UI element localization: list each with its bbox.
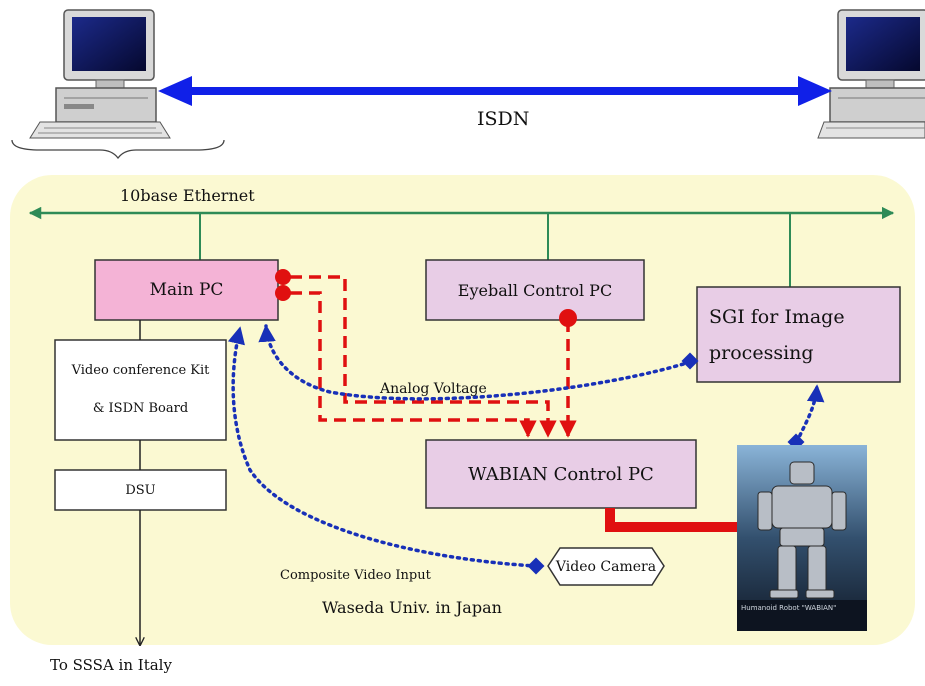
sgi-text-line2: processing xyxy=(709,341,814,364)
video-camera-label[interactable]: Video Camera xyxy=(548,548,664,585)
brace xyxy=(11,139,225,160)
sgi-text-line1: SGI for Image xyxy=(709,305,845,328)
location-label: Waseda Univ. in Japan xyxy=(322,598,502,617)
wabian-pc-text: WABIAN Control PC xyxy=(468,463,654,485)
video-kit-text-line2: & ISDN Board xyxy=(92,401,189,416)
video-lines xyxy=(227,324,825,568)
sgi-box[interactable] xyxy=(696,286,901,383)
robot-photo-caption: Humanoid Robot "WABIAN" xyxy=(741,604,837,612)
dsu-text: DSU xyxy=(125,482,156,498)
camera-video-port xyxy=(527,557,545,575)
sgi-video-port xyxy=(681,352,699,370)
video-kit-label[interactable]: Video conference Kit & ISDN Board xyxy=(55,340,226,440)
main-pc-port-b xyxy=(275,285,291,301)
sgi-label[interactable]: SGI for Image processing xyxy=(697,287,900,382)
analog-voltage-lines xyxy=(290,275,577,438)
ethernet-label: 10base Ethernet xyxy=(120,186,255,205)
ethernet-bus xyxy=(28,206,895,287)
destination-label: To SSSA in Italy xyxy=(50,656,172,674)
main-pc-label[interactable]: Main PC xyxy=(95,260,278,320)
computer-left-icon xyxy=(29,9,171,139)
wabian-pc-label[interactable]: WABIAN Control PC xyxy=(426,440,696,508)
wabian-robot-link xyxy=(605,508,738,532)
video-camera-text: Video Camera xyxy=(555,558,657,575)
main-pc-text: Main PC xyxy=(149,280,224,300)
eyeball-pc-box[interactable] xyxy=(425,259,645,321)
wabian-pc-box[interactable] xyxy=(425,439,697,509)
robot-photo xyxy=(737,445,867,631)
isdn-label: ISDN xyxy=(477,108,530,130)
main-pc-port-a xyxy=(275,269,291,285)
isdn-link xyxy=(158,76,832,106)
analog-voltage-label: Analog Voltage xyxy=(380,381,487,397)
computer-right-icon xyxy=(817,9,925,139)
eyeball-pc-text: Eyeball Control PC xyxy=(457,280,613,300)
eyeball-pc-label[interactable]: Eyeball Control PC xyxy=(426,260,644,320)
video-kit-text-line1: Video conference Kit xyxy=(71,363,210,378)
eyeball-port xyxy=(559,309,577,327)
composite-video-label: Composite Video Input xyxy=(280,568,431,583)
dsu-label[interactable]: DSU xyxy=(55,470,226,510)
video-camera-icon[interactable] xyxy=(547,547,665,586)
